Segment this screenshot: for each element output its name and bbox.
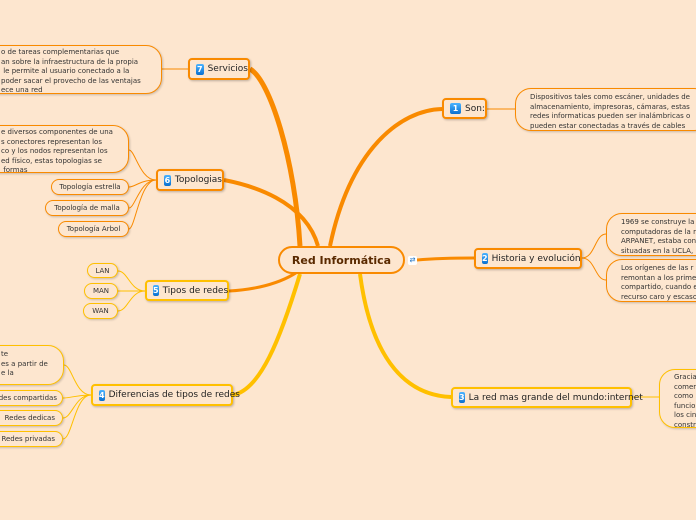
historia-description-1[interactable]: 1969 se construye la computadoras de la … bbox=[606, 213, 696, 256]
topic-label: Son: bbox=[465, 103, 485, 114]
topic-label: Topologias bbox=[174, 175, 222, 185]
number-badge: 5 bbox=[153, 285, 159, 296]
topologias-description[interactable]: e diversos componentes de una s conector… bbox=[0, 125, 129, 173]
topic-label: Servicios bbox=[207, 64, 248, 74]
central-topic[interactable]: Red Informática bbox=[278, 246, 405, 274]
leaf-lan[interactable]: LAN bbox=[87, 263, 118, 278]
number-badge: 3 bbox=[459, 392, 465, 403]
number-badge: 7 bbox=[196, 63, 204, 75]
topic-label: Tipos de redes bbox=[162, 285, 229, 296]
topic-label: Historia y evolución bbox=[491, 253, 581, 264]
central-title: Red Informática bbox=[291, 253, 392, 267]
leaf-topologia-arbol[interactable]: Topología Arbol bbox=[58, 221, 129, 237]
diferencias-description[interactable]: te es a partir de e la bbox=[0, 345, 64, 385]
leaf-redes-privadas[interactable]: Redes privadas bbox=[0, 431, 63, 447]
leaf-redes-compartidas[interactable]: des compartidas bbox=[0, 390, 63, 406]
topic-son[interactable]: 1 Son: bbox=[442, 98, 487, 119]
servicios-description[interactable]: o de tareas complementarias que an sobre… bbox=[0, 45, 162, 94]
leaf-wan[interactable]: WAN bbox=[83, 303, 118, 319]
leaf-redes-dedicas[interactable]: Redes dedicas bbox=[0, 410, 63, 426]
leaf-man[interactable]: MAN bbox=[84, 283, 118, 299]
topic-label: La red mas grande del mundo:internet bbox=[468, 392, 643, 403]
leaf-topologia-malla[interactable]: Topología de malla bbox=[45, 200, 129, 216]
number-badge: 2 bbox=[482, 253, 488, 264]
leaf-topologia-estrella[interactable]: Topología estrella bbox=[51, 179, 129, 195]
number-badge: 4 bbox=[99, 389, 105, 401]
number-badge: 1 bbox=[450, 103, 461, 114]
son-description[interactable]: Dispositivos tales como escáner, unidade… bbox=[515, 88, 696, 131]
historia-description-2[interactable]: Los orígenes de las r remontan a los pri… bbox=[606, 259, 696, 302]
link-icon[interactable]: ⇄ bbox=[408, 256, 417, 265]
topic-label: Diferencias de tipos de redes bbox=[108, 390, 240, 400]
number-badge: 6 bbox=[164, 174, 171, 186]
internet-description[interactable]: Gracia comer como I funcio los cin const… bbox=[659, 369, 696, 428]
